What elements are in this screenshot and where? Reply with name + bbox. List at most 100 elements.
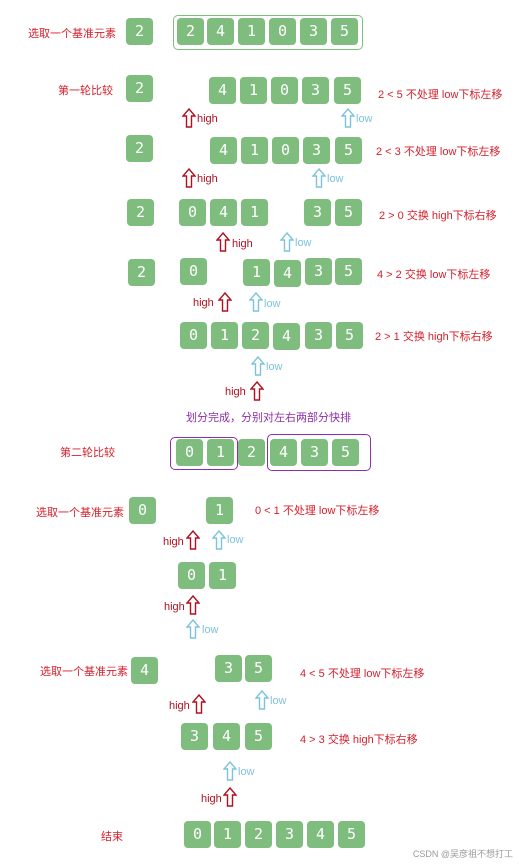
low-pointer-label: low: [202, 624, 219, 636]
low-pointer-label: low: [356, 113, 373, 125]
partition-note: 划分完成，分别对左右两部分快排: [186, 412, 351, 424]
array-box: 5: [331, 18, 358, 45]
array-box: 5: [335, 258, 362, 285]
array-box: 3: [305, 258, 332, 285]
array-box: 1: [206, 497, 233, 524]
pivot-box: 2: [127, 199, 154, 226]
high-arrow-icon: [186, 595, 200, 615]
low-arrow-icon: [255, 690, 269, 710]
array-box: 2: [242, 322, 269, 349]
pivot-box: 2: [128, 259, 155, 286]
array-box: 3: [305, 322, 332, 349]
high-pointer-label: high: [193, 297, 214, 309]
sorted-box: 3: [276, 821, 303, 848]
array-box: 5: [335, 137, 362, 164]
array-box: 5: [336, 322, 363, 349]
low-pointer-label: low: [295, 237, 312, 249]
array-box: 3: [304, 199, 331, 226]
array-box: 4: [207, 18, 234, 45]
high-arrow-icon: [186, 530, 200, 550]
array-box: 1: [241, 199, 268, 226]
step-note: 2 > 1 交换 high下标右移: [375, 331, 493, 343]
low-pointer-label: low: [327, 173, 344, 185]
pivot-label: 选取一个基准元素: [40, 666, 128, 678]
low-arrow-icon: [212, 530, 226, 550]
high-pointer-label: high: [169, 700, 190, 712]
low-arrow-icon: [249, 292, 263, 312]
high-pointer-label: high: [164, 601, 185, 613]
array-box: 0: [180, 258, 207, 285]
array-box: 2: [238, 439, 265, 466]
array-frame: [173, 15, 363, 50]
right-partition-frame: [267, 434, 371, 471]
array-box: 1: [207, 439, 234, 466]
round-label: 第二轮比较: [60, 447, 115, 459]
array-box: 0: [179, 199, 206, 226]
sorted-box: 0: [184, 821, 211, 848]
low-pointer-label: low: [238, 766, 255, 778]
high-pointer-label: high: [163, 536, 184, 548]
pivot-label: 选取一个基准元素: [36, 507, 124, 519]
array-box: 5: [245, 655, 272, 682]
array-box: 3: [301, 439, 328, 466]
step-note: 0 < 1 不处理 low下标左移: [255, 505, 380, 517]
low-arrow-icon: [186, 619, 200, 639]
high-arrow-icon: [182, 168, 196, 188]
low-pointer-label: low: [227, 534, 244, 546]
array-box: 1: [243, 259, 270, 286]
array-box: 0: [269, 18, 296, 45]
low-arrow-icon: [341, 108, 355, 128]
high-pointer-label: high: [225, 386, 246, 398]
watermark: CSDN @吴彦祖不想打工: [412, 849, 513, 859]
high-pointer-label: high: [197, 173, 218, 185]
round-label: 第一轮比较: [58, 85, 113, 97]
low-pointer-label: low: [264, 298, 281, 310]
array-box: 0: [271, 77, 298, 104]
array-box: 1: [209, 562, 236, 589]
step-note: 4 < 5 不处理 low下标左移: [300, 668, 425, 680]
pivot-label: 选取一个基准元素: [28, 28, 116, 40]
step-note: 2 < 5 不处理 low下标左移: [378, 89, 503, 101]
pivot-box: 2: [126, 135, 153, 162]
array-box: 5: [332, 439, 359, 466]
high-arrow-icon: [218, 292, 232, 312]
low-pointer-label: low: [270, 695, 287, 707]
high-arrow-icon: [182, 108, 196, 128]
high-arrow-icon: [250, 381, 264, 401]
pivot-box: 2: [126, 18, 153, 45]
low-arrow-icon: [223, 761, 237, 781]
pivot-box: 4: [131, 657, 158, 684]
step-note: 2 < 3 不处理 low下标左移: [376, 146, 501, 158]
pivot-box: 0: [129, 497, 156, 524]
array-box: 3: [302, 77, 329, 104]
array-box: 4: [270, 439, 297, 466]
array-box: 3: [300, 18, 327, 45]
step-note: 4 > 3 交换 high下标右移: [300, 734, 418, 746]
array-box: 4: [213, 723, 240, 750]
pivot-box: 2: [126, 75, 153, 102]
step-note: 2 > 0 交换 high下标右移: [379, 210, 497, 222]
low-arrow-icon: [312, 168, 326, 188]
left-partition-frame: [170, 437, 238, 470]
high-arrow-icon: [223, 787, 237, 807]
array-box: 4: [210, 137, 237, 164]
sorted-box: 2: [245, 821, 272, 848]
array-box: 0: [176, 439, 203, 466]
array-box: 5: [335, 199, 362, 226]
high-arrow-icon: [216, 232, 230, 252]
array-box: 3: [181, 723, 208, 750]
low-pointer-label: low: [266, 361, 283, 373]
sorted-box: 5: [338, 821, 365, 848]
end-label: 结束: [101, 831, 123, 843]
high-pointer-label: high: [197, 113, 218, 125]
high-pointer-label: high: [232, 238, 253, 250]
array-box: 0: [272, 137, 299, 164]
array-box: 1: [241, 137, 268, 164]
step-note: 4 > 2 交换 low下标左移: [377, 269, 491, 281]
array-box: 2: [177, 18, 204, 45]
high-arrow-icon: [192, 694, 206, 714]
array-box: 5: [334, 77, 361, 104]
array-box: 5: [245, 723, 272, 750]
array-box: 4: [210, 199, 237, 226]
